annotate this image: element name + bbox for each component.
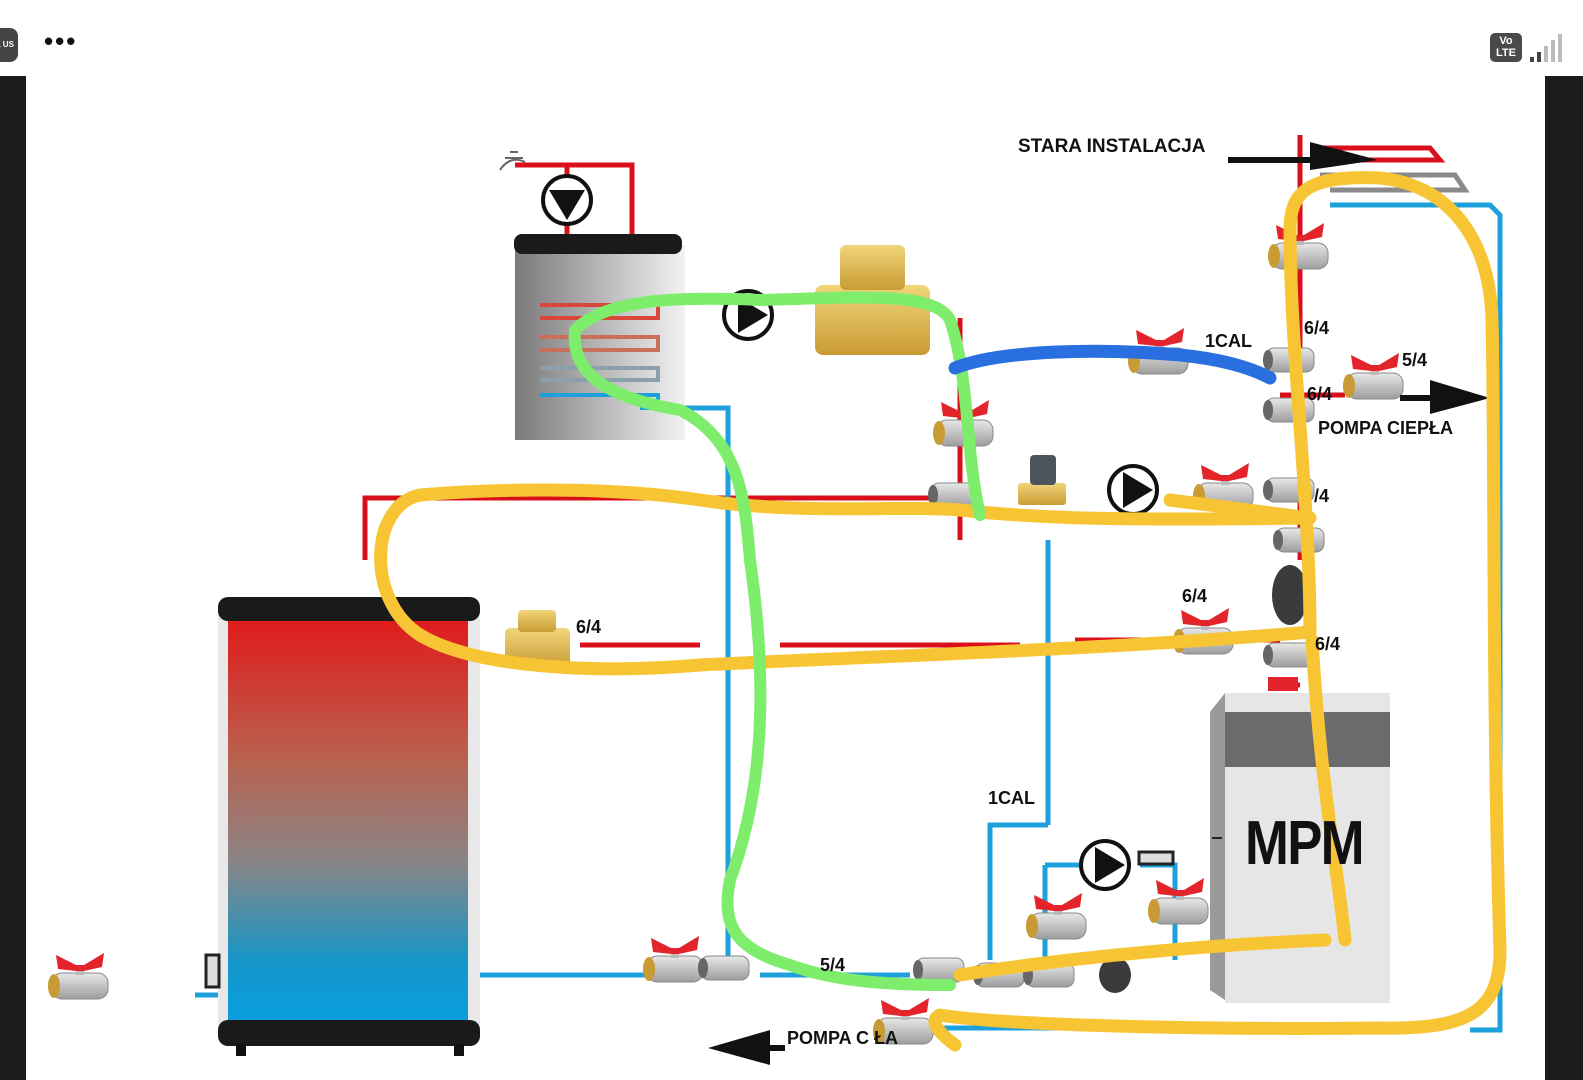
tap-icon [499,151,526,171]
mixing-valve [1018,455,1066,505]
pump-main [1107,464,1159,516]
label-6-4-valve: 6/4 [1182,586,1208,606]
volte-icon: Vo LTE [1490,33,1522,62]
buffer-tank [204,597,480,1056]
label-stara-instalacja: STARA INSTALACJA [1018,136,1206,157]
annotation-yellow [374,171,1507,1052]
annotation-blue [948,344,1277,385]
label-pompa-ciepla-bottom: POMPA C ŁA [787,1028,898,1048]
annotation-green [568,291,986,991]
viewer-frame-left [0,76,26,1080]
label-6-4-lower-right: 6/4 [1315,634,1341,654]
label-pompa-ciepla-right: POMPA CIEPŁA [1318,418,1454,438]
label-4-partial: /4 [1314,486,1330,506]
label-5-4-right: 5/4 [1402,350,1428,370]
label-1cal-top: 1CAL [1205,331,1253,351]
label-6-4-mid: 6/4 [1307,384,1333,404]
status-bar: DL US ••• Vo LTE [0,0,1583,76]
arrow-pompa-ciepla-right [1400,380,1490,414]
arrow-stara-instalacja [1228,142,1378,170]
boiler-mpm [1210,677,1390,1003]
overflow-menu-icon[interactable]: ••• [44,26,78,56]
boiler-label: MPM [1245,809,1365,878]
label-6-4-left: 6/4 [576,617,602,637]
label-5-4-bottom: 5/4 [820,955,846,975]
pump-boiler [1079,839,1131,891]
label-6-4-top: 6/4 [1304,318,1330,338]
app-badge-icon[interactable]: DL US [0,28,18,62]
arrow-pompa-ciepla-bottom [708,1030,785,1065]
viewer-frame-right [1545,76,1583,1080]
signal-bars-icon [1530,34,1562,62]
label-1cal-bottom: 1CAL [988,788,1036,808]
